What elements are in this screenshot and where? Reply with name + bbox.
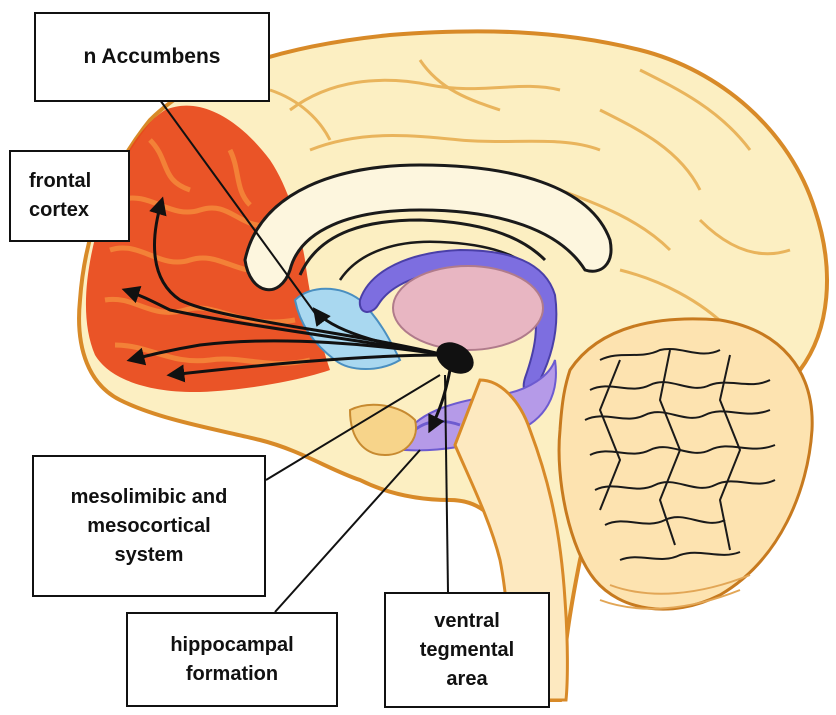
label-ventral-tegmental-area: ventral tegmental area [384, 592, 550, 708]
label-ventral-tegmental-area-text: ventral tegmental area [420, 607, 514, 694]
label-frontal-cortex-text: frontal cortex [29, 167, 91, 225]
label-hippocampal-formation: hippocampal formation [126, 612, 338, 707]
label-frontal-cortex: frontal cortex [9, 150, 130, 242]
label-mesolimbic-system: mesolimibic and mesocortical system [32, 455, 266, 597]
cerebellum [559, 319, 812, 609]
label-nucleus-accumbens: n Accumbens [34, 12, 270, 102]
label-mesolimbic-system-text: mesolimibic and mesocortical system [71, 483, 228, 570]
label-nucleus-accumbens-text: n Accumbens [84, 42, 221, 72]
label-hippocampal-formation-text: hippocampal formation [170, 631, 293, 689]
thalamus [393, 266, 543, 350]
